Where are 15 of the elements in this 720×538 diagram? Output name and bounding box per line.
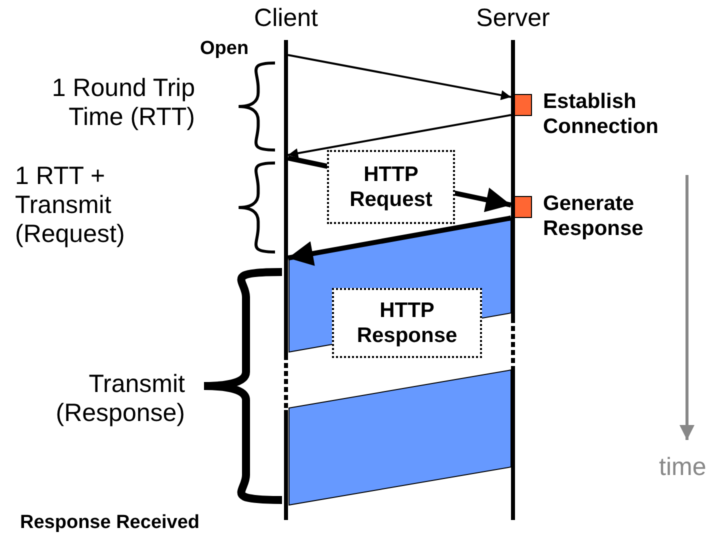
process-label: Establish Connection [543,89,660,139]
interval-label: Transmit (Response) [54,370,185,428]
arrow [288,216,512,266]
event-label: Open [200,37,250,61]
arrow [288,114,512,158]
process-label: Generate Response [543,191,644,241]
interval-label: 1 RTT + Transmit (Request) [15,162,126,249]
lifeline-title: Server [476,4,550,33]
edge-label: HTTP Request [327,150,455,224]
lifeline-title: Client [254,4,318,33]
arrow [288,54,512,100]
event-label: Response Received [20,511,201,535]
message-label: HTTP Response [332,288,482,358]
axis-label: time [659,453,708,482]
interval-label: 1 Round Trip Time (RTT) [50,74,195,132]
